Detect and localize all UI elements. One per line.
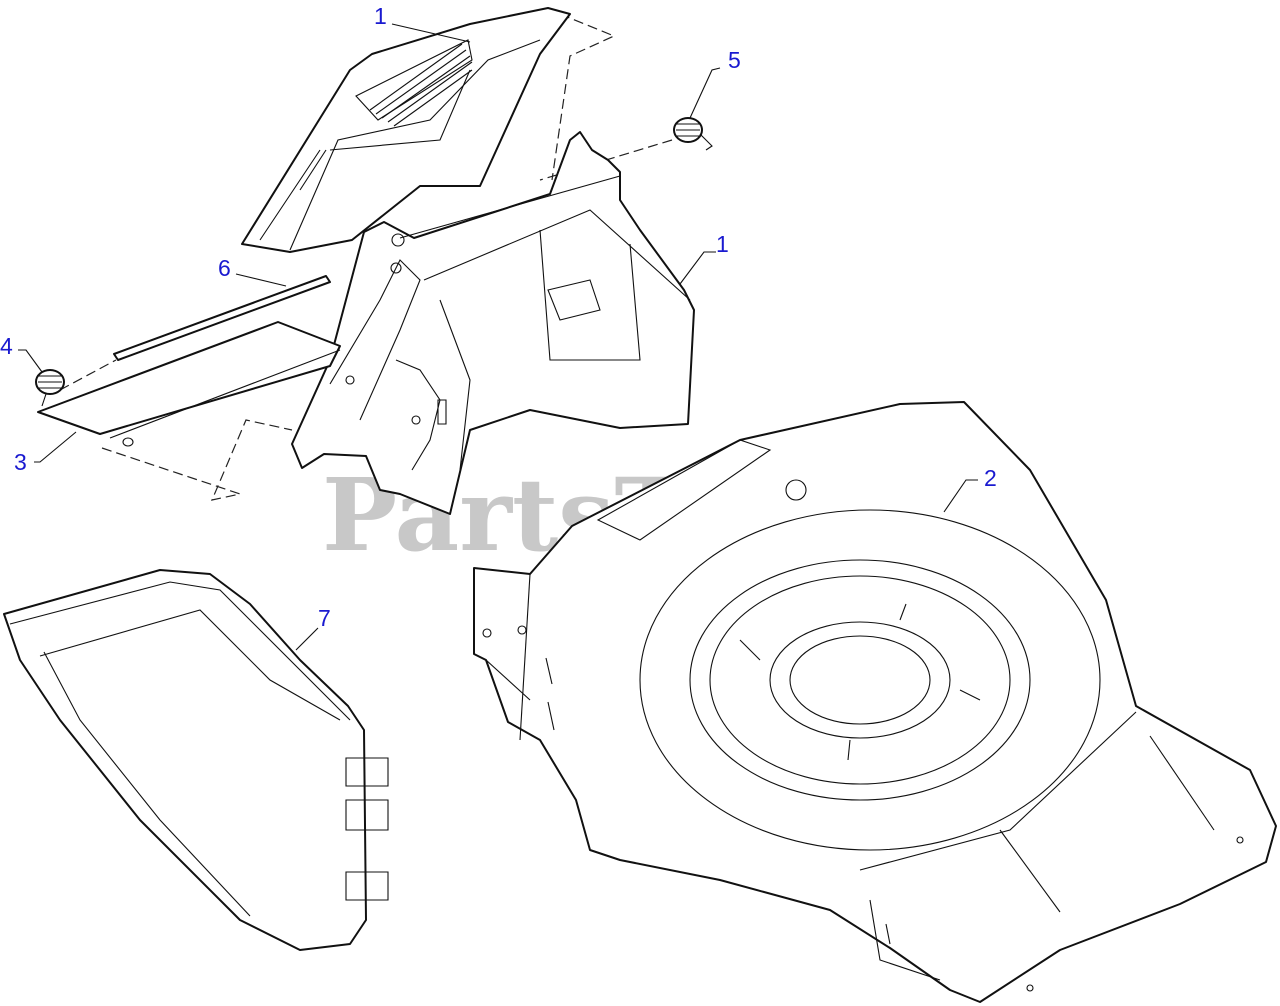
mower-deck	[473, 401, 1277, 1003]
callout-labels: 1 5 1 6 4 3 2 7	[0, 3, 997, 631]
callout-7: 7	[318, 605, 331, 631]
callout-3: 3	[14, 449, 27, 475]
side-discharge-cover	[3, 569, 389, 951]
callout-1-top-cover: 1	[374, 3, 387, 29]
torsion-spring-left	[35, 369, 65, 407]
rear-flap	[37, 321, 341, 447]
callout-6: 6	[218, 255, 231, 281]
leader-lines	[18, 23, 978, 651]
hinge-rod	[113, 275, 331, 361]
cover-mounting-tabs	[345, 757, 389, 901]
callout-4: 4	[0, 333, 13, 359]
rear-discharge-door	[291, 131, 695, 515]
cover-vent-grille	[369, 43, 473, 127]
callout-2: 2	[984, 465, 997, 491]
callout-5: 5	[728, 47, 741, 73]
torsion-spring-right	[673, 117, 713, 151]
top-discharge-cover	[241, 7, 571, 253]
callout-1-rear-door: 1	[716, 231, 729, 257]
